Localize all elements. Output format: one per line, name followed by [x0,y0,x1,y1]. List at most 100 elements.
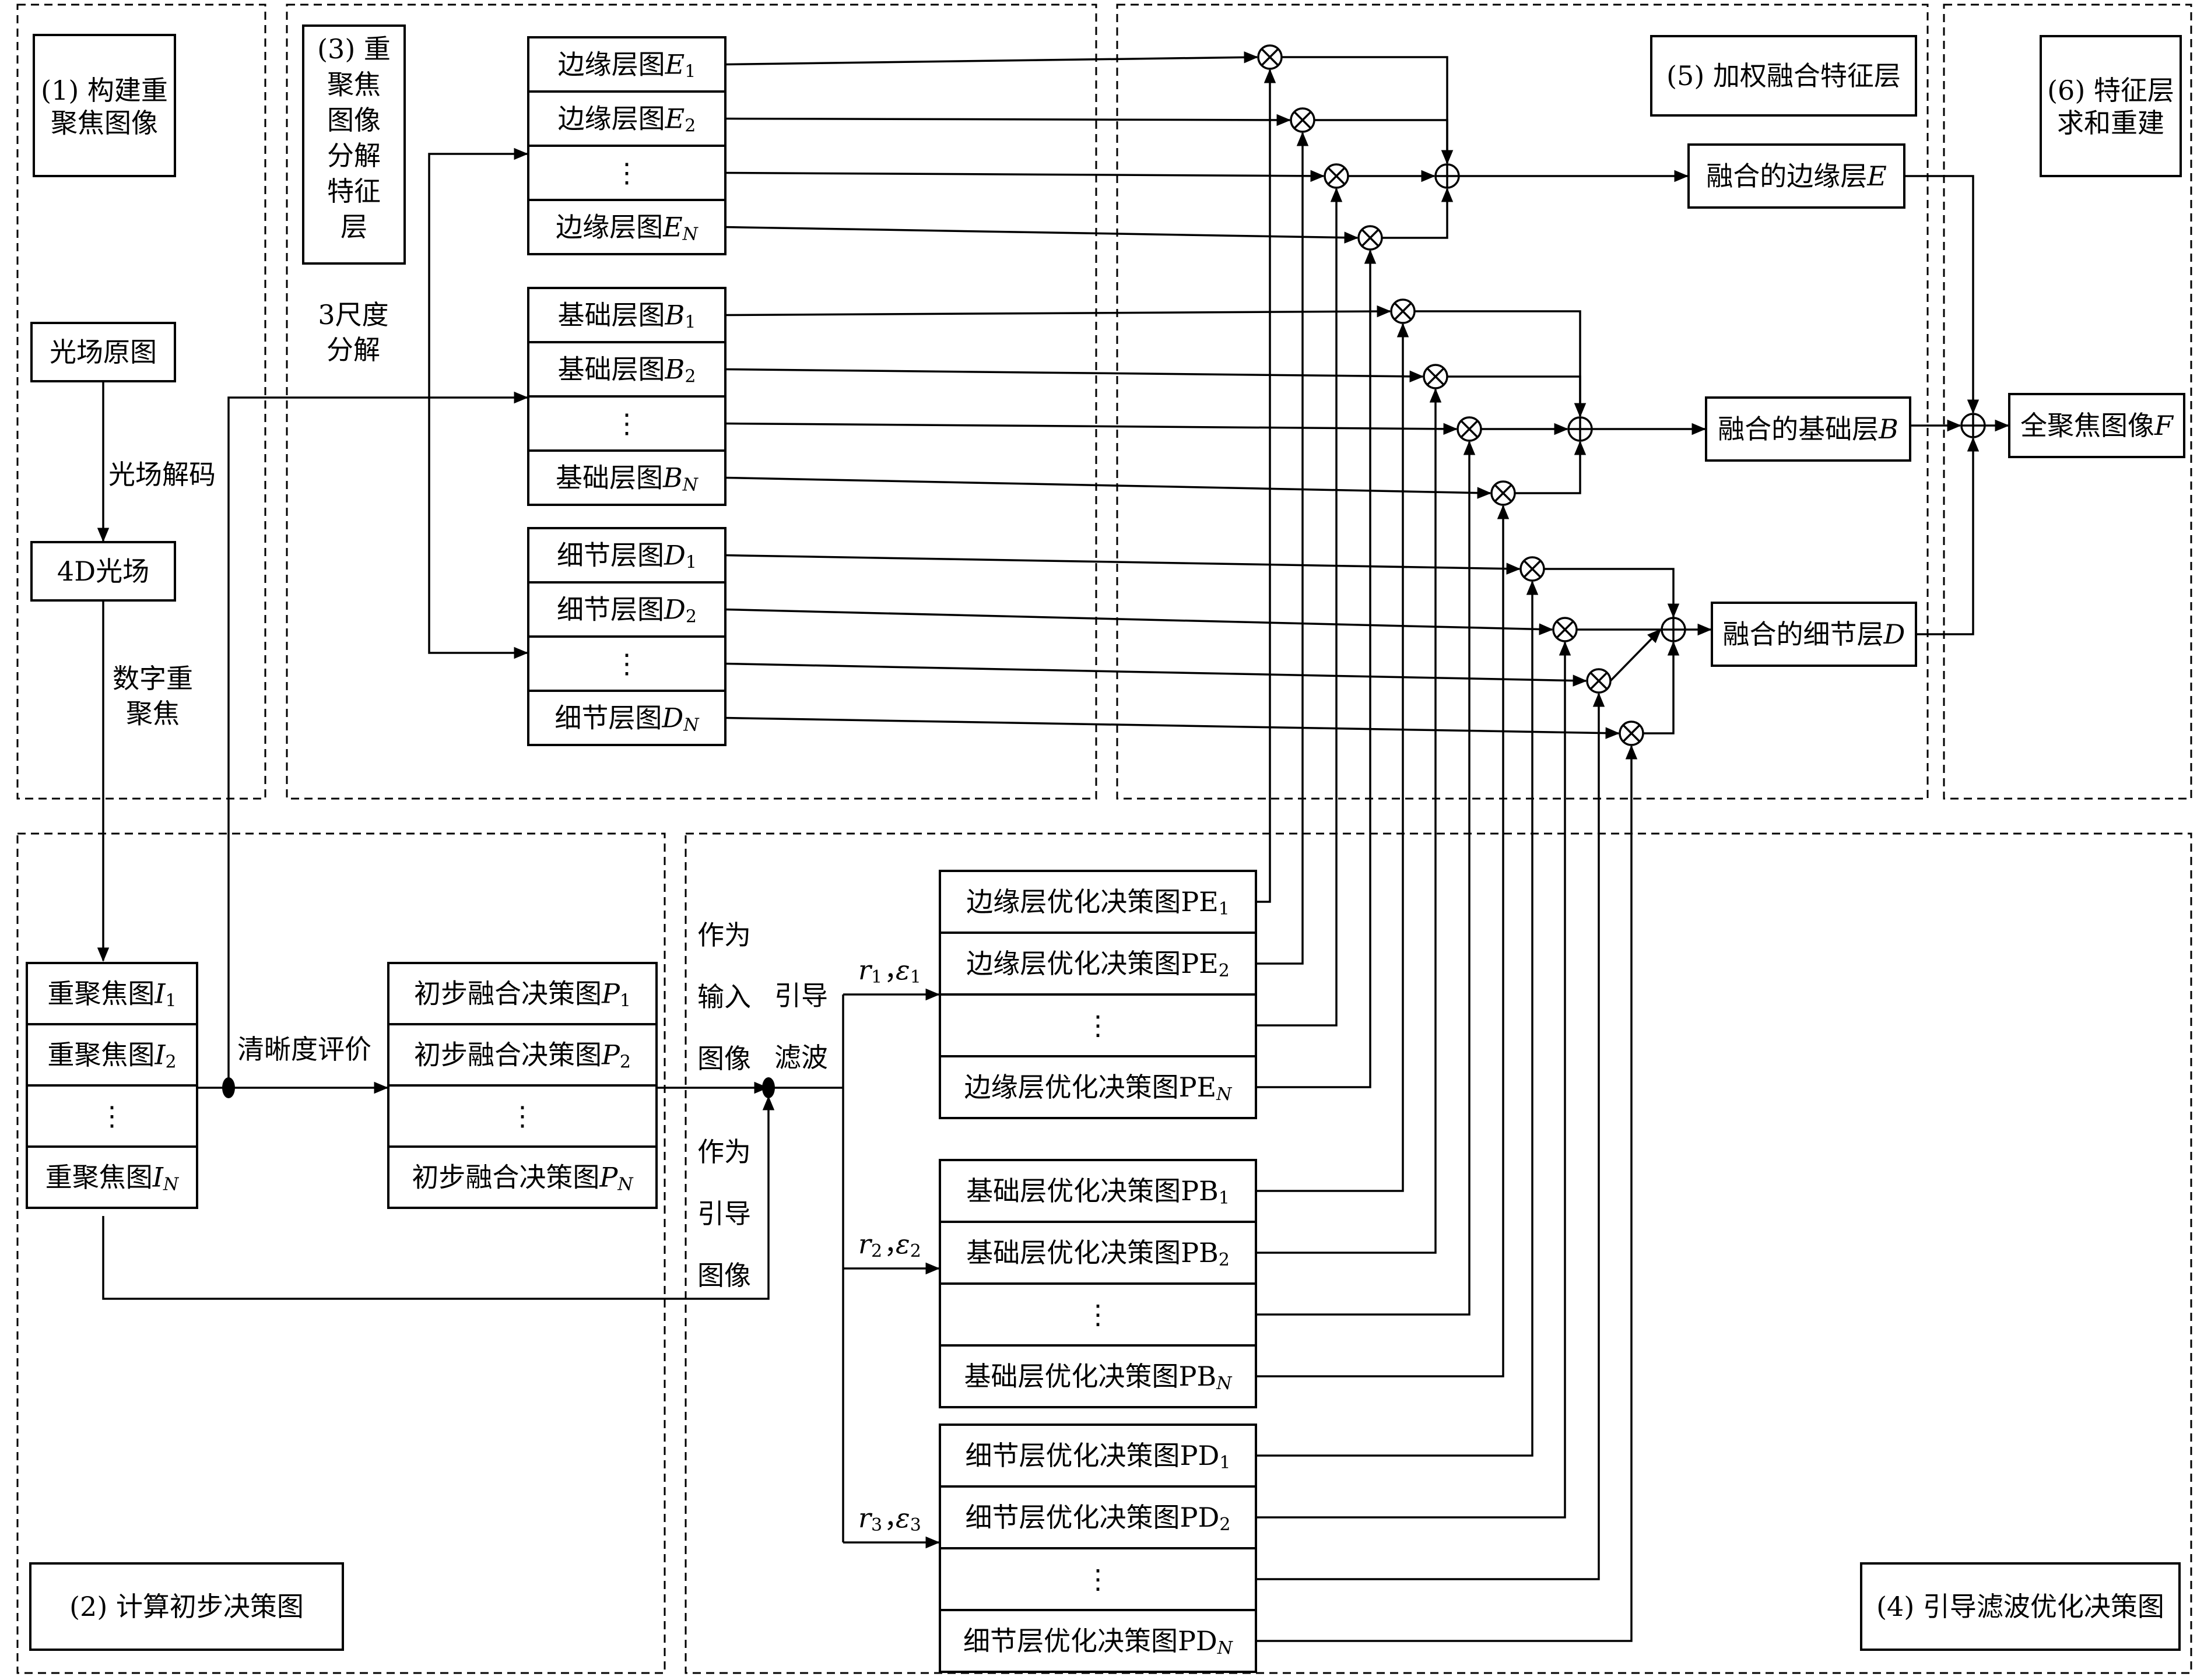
stage-title-box-3 [302,24,406,265]
edge-layer-label-3: ⋮ [613,157,640,189]
stage-title-box-6 [2040,35,2182,177]
refocus-stack-row-4 [26,1145,198,1209]
pb-map-label-1: 基础层优化决策图PB1 [966,1175,1230,1208]
stage-panel-4 [685,832,2192,1674]
pd-map-label-3: ⋮ [1085,1563,1111,1595]
base-layer-label-4: 基础层图BN [556,462,699,495]
pb-map-label-4: 基础层优化决策图PBN [964,1361,1233,1394]
fused-base-label: 融合的基础层B [1718,413,1898,445]
pd-map-label-2: 细节层优化决策图PD2 [966,1502,1231,1535]
detail-layer-row-1 [527,527,727,584]
detail-layer-to-mul-1 [725,554,1521,575]
pe-map-row-3 [939,993,1257,1057]
detail-mul-to-add-3 [1609,628,1662,682]
stage-panel-5 [1116,3,1929,800]
pe-map-row-4 [939,1055,1257,1119]
pb-map-row-3 [939,1282,1257,1347]
as-guide-label-line-2: 引导 [697,1198,751,1229]
filter-param-eps-2: ε2 [896,1228,921,1261]
edge-layer-to-mul-2 [725,114,1291,126]
prelim-stack-label-2: 初步融合决策图P2 [414,1039,631,1073]
base-map-to-mul-2 [1256,388,1442,1254]
base-layer-row-3 [527,395,727,452]
as-input-label-line-3: 图像 [697,1043,751,1074]
stage-title-box-4 [1860,1562,2181,1651]
stage-3-title-line-2: 聚焦 [327,69,381,100]
detail-layer-to-mul-3 [725,662,1588,687]
refocus-to-decompose [227,391,529,1088]
stage-title-box-2 [29,1562,344,1651]
base-map-to-mul-1 [1256,322,1409,1192]
base-layer-to-mul-2 [725,368,1424,382]
fused-edge-to-final [1904,175,1980,414]
stage-5-title-line-1: (5) 加权融合特征层 [1666,60,1901,92]
prelim-stack-row-1 [387,962,658,1025]
base-map-to-mul-3 [1256,440,1476,1316]
refocus-stack-label-1: 重聚焦图I1 [47,978,176,1011]
fused-detail-to-final [1916,437,1980,635]
pb-map-label-2: 基础层优化决策图PB2 [966,1237,1230,1270]
base-layer-to-mul-4 [725,476,1492,499]
edge-map-to-mul-3 [1256,187,1343,1027]
base-mul-to-add-2 [1447,375,1587,418]
sharpness-label-line-1: 清晰度评价 [237,1034,371,1065]
base-layer-label-1: 基础层图B1 [558,300,696,333]
stage-6-title-line-2: 求和重建 [2057,107,2164,139]
stage-panel-2 [16,832,666,1674]
base-layer-to-mul-3 [725,422,1458,435]
light-field-4d-label: 4D光场 [57,556,149,587]
pd-map-row-2 [939,1485,1257,1549]
fused-base-box [1705,396,1911,462]
detail-layer-label-3: ⋮ [613,648,640,680]
edge-layer-row-1 [527,36,727,93]
stage-3-title-line-1: (3) 重 [317,33,391,65]
fused-detail-box [1711,602,1917,667]
refocus-stack-row-1 [26,962,198,1025]
detail-mul-to-add-1 [1544,568,1680,618]
pd-map-row-3 [939,1547,1257,1611]
scale3-label-line-2: 分解 [327,334,380,365]
edge-map-to-mul-2 [1256,131,1309,965]
filter-param-r-1: r1 [858,954,882,987]
edge-map-to-mul-1 [1256,68,1276,903]
junction-refocus [222,1077,235,1098]
pd-map-label-1: 细节层优化决策图PD1 [966,1440,1231,1473]
prelim-stack-row-3 [387,1084,658,1148]
decode-label-line-1: 光场解码 [108,459,216,490]
prelim-stack-label-1: 初步融合决策图P1 [414,978,631,1011]
fused-edge-box [1687,143,1905,209]
stage-3-title-line-6: 层 [341,211,367,242]
stage-3-title-line-4: 分解 [327,140,381,171]
edge-mul-to-add-4 [1382,187,1454,239]
detail-layer-to-mul-2 [725,608,1554,635]
scale3-label-line-1: 3尺度 [318,299,388,331]
stage-1-title-line-1: (1) 构建重 [41,75,168,106]
prelim-stack-label-4: 初步融合决策图PN [412,1162,634,1195]
stage-6-title-line-1: (6) 特征层 [2047,75,2174,106]
detail-layer-row-4 [527,690,727,746]
detail-mul-to-add-4 [1643,641,1680,734]
stage-2-title-line-1: (2) 计算初步决策图 [69,1591,304,1622]
edge-layer-label-4: 边缘层图EN [556,212,699,245]
base-layer-row-1 [527,287,727,343]
detail-layer-row-2 [527,581,727,638]
stage-panel-2-decompose [286,3,1097,800]
as-guide-label-line-1: 作为 [697,1136,751,1168]
base-layer-row-4 [527,449,727,506]
junction-filter [762,1077,775,1098]
edge-map-to-mul-4 [1256,249,1377,1088]
base-layer-label-2: 基础层图B2 [558,354,696,387]
pb-map-row-2 [939,1221,1257,1285]
as-guide-label-line-3: 图像 [697,1260,751,1291]
guide-image-arrow [102,1095,775,1300]
detail-map-to-mul-4 [1256,744,1638,1642]
stage-3-title-line-5: 特征 [327,175,381,207]
fused-detail-label: 融合的细节层D [1723,618,1905,650]
filter-param-r-3: r3 [858,1502,882,1535]
light-field-4d-box [30,541,176,602]
refocus-stack-row-3 [26,1084,198,1148]
stage-title-box-5 [1650,35,1917,117]
refocus-label-line-2: 聚焦 [126,698,180,729]
stage-panel-6 [1943,3,2192,800]
